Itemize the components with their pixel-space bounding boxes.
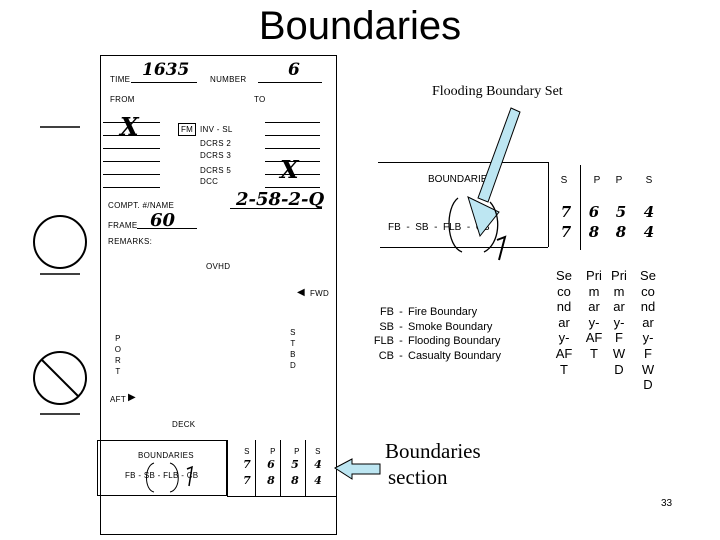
compt-label: COMPT. #/NAME: [108, 201, 175, 210]
form-cell: 4: [314, 458, 322, 471]
fm-box: FM: [178, 123, 197, 136]
legend-item: SB - Smoke Boundary: [379, 320, 493, 333]
slide-title: Boundaries: [258, 4, 462, 48]
inv-sl-label: INV - SL: [200, 125, 233, 134]
form-cell: 8: [267, 474, 275, 487]
from-label: FROM: [110, 95, 135, 104]
dcc-label: DCC: [200, 177, 219, 186]
zoom-cell: 5: [615, 203, 627, 221]
check-mark: X: [280, 155, 299, 184]
form-col-head: P: [294, 447, 300, 456]
circle-slash-symbol: [33, 351, 87, 415]
form-fb-row: FB - SB - FLB - CB: [125, 471, 199, 480]
check-mark-icon: [496, 235, 507, 261]
circle-mark: [448, 197, 463, 253]
form-cell: 4: [314, 474, 322, 487]
flooding-arrow-icon: [477, 107, 521, 203]
column-primary-aft: Primary-AFT: [585, 268, 603, 361]
zoom-cell: 4: [643, 203, 655, 221]
dcrs2-label: DCRS 2: [200, 139, 232, 148]
legend: FB - Fire Boundary SB - Smoke Boundary F…: [362, 306, 501, 364]
stbd-label: STBD: [289, 328, 297, 370]
zoom-cell: 4: [643, 223, 655, 241]
legend-item: CB - Casualty Boundary: [378, 349, 501, 362]
form-cell: 8: [291, 474, 299, 487]
column-secondary-aft: Secondary-AFT: [555, 268, 573, 377]
left-symbols: [33, 126, 87, 415]
port-label: PORT: [114, 334, 122, 376]
legend-item: FLB - Flooding Boundary: [373, 335, 501, 347]
dcrs3-label: DCRS 3: [200, 151, 232, 160]
arrow-right-icon: ▶: [128, 392, 136, 403]
arrow-left-icon: ◀: [297, 287, 305, 298]
remarks-label: REMARKS:: [108, 237, 153, 246]
zoom-boundaries-label: BOUNDARIES: [428, 174, 495, 185]
zoom-col-head: S: [645, 175, 653, 186]
aft-label: AFT: [110, 395, 127, 404]
fwd-label: FWD: [310, 289, 330, 298]
to-label: TO: [254, 95, 266, 104]
form-boundaries-box: [97, 440, 227, 496]
circle-mark: [146, 462, 155, 493]
zoom-col-head: P: [615, 175, 623, 186]
form-boundaries-label: BOUNDARIES: [138, 451, 194, 460]
zoom-cell: 6: [588, 203, 600, 221]
form-cell: 7: [243, 474, 251, 487]
form-cell: 7: [243, 458, 251, 471]
slide-number: 33: [661, 498, 673, 509]
deck-label: DECK: [172, 420, 196, 429]
zoom-cell: 7: [560, 223, 572, 241]
column-primary-fwd: Primary-FWD: [611, 268, 627, 377]
zoom-cell: 8: [588, 223, 600, 241]
legend-item: FB - Fire Boundary: [379, 306, 478, 318]
form-cell: 6: [267, 458, 275, 471]
boundaries-section-callout: Boundaries section: [385, 439, 481, 489]
flooding-callout: Flooding Boundary Set: [432, 84, 563, 99]
check-mark-icon: [186, 465, 193, 487]
time-label: TIME: [110, 75, 131, 84]
form-col-head: P: [270, 447, 276, 456]
check-mark: X: [120, 112, 139, 141]
dcrs5-label: DCRS 5: [200, 166, 232, 175]
zoom-col-head: P: [593, 175, 601, 186]
zoom-cell: 7: [560, 203, 572, 221]
boundary-form-card: [100, 55, 337, 535]
time-value: 1635: [142, 60, 190, 80]
section-arrow-icon: [334, 458, 381, 480]
form-col-head: S: [315, 447, 321, 456]
zoom-cell: 8: [615, 223, 627, 241]
ovhd-label: OVHD: [206, 262, 231, 271]
compt-value: 2-58-2-Q: [236, 189, 325, 210]
frame-value: 60: [150, 210, 176, 231]
zoom-col-head: S: [560, 175, 568, 186]
frame-label: FRAME: [108, 221, 138, 230]
number-value: 6: [288, 60, 300, 80]
form-col-head: S: [244, 447, 250, 456]
number-label: NUMBER: [210, 75, 247, 84]
column-secondary-fwd: Secondary-FWD: [640, 268, 656, 393]
form-cell: 5: [291, 458, 299, 471]
circle-symbol: [33, 215, 87, 275]
